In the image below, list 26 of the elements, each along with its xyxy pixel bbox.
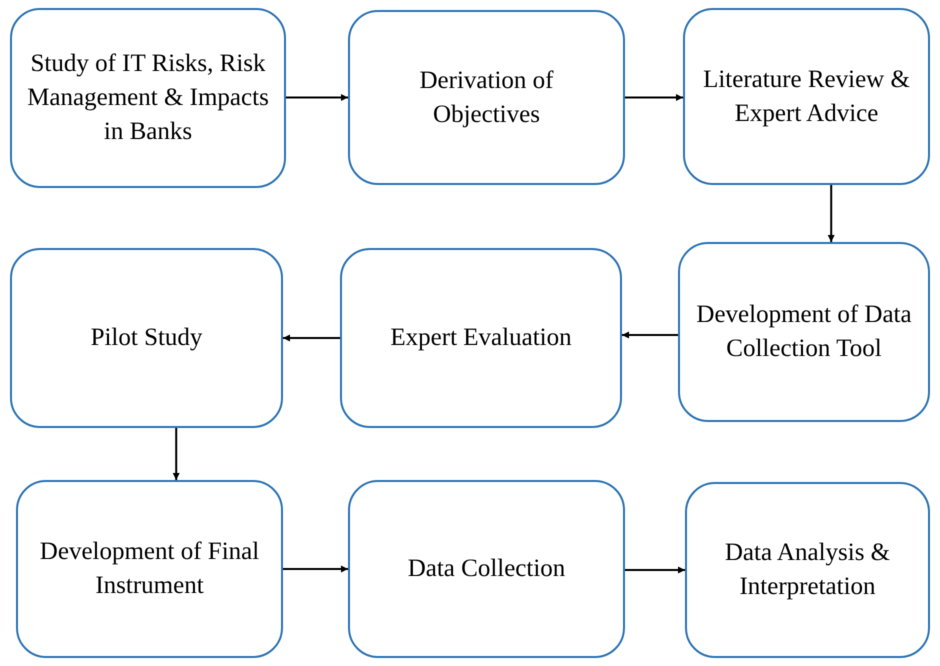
process-box (348, 480, 625, 658)
arrow (283, 566, 348, 572)
process-box (10, 8, 286, 188)
box-label: Expert Evaluation (390, 323, 572, 354)
box-label: Development of Final Instrument (38, 537, 260, 601)
arrow (283, 334, 340, 342)
arrow (286, 94, 348, 101)
process-box (340, 248, 622, 428)
box-label: Pilot Study (90, 323, 202, 354)
process-box (678, 242, 930, 422)
arrow (828, 185, 835, 242)
box-label: Study of IT Risks, Risk Management & Impacts in Banks (26, 49, 270, 147)
box-label: Data Collection (408, 554, 566, 584)
process-box (683, 8, 930, 185)
arrow (172, 428, 180, 480)
box-label: Data Analysis & Interpretation (724, 538, 892, 602)
box-label: Derivation of Objectives (418, 66, 554, 130)
process-box (16, 480, 283, 658)
box-label: Development of Data Collection Tool (695, 300, 913, 364)
box-label: Literature Review & Expert Advice (702, 64, 911, 128)
arrow (625, 94, 683, 101)
arrow (625, 566, 685, 574)
process-box (685, 482, 930, 658)
process-box (348, 10, 625, 185)
arrow (622, 332, 678, 338)
process-box (10, 248, 283, 428)
